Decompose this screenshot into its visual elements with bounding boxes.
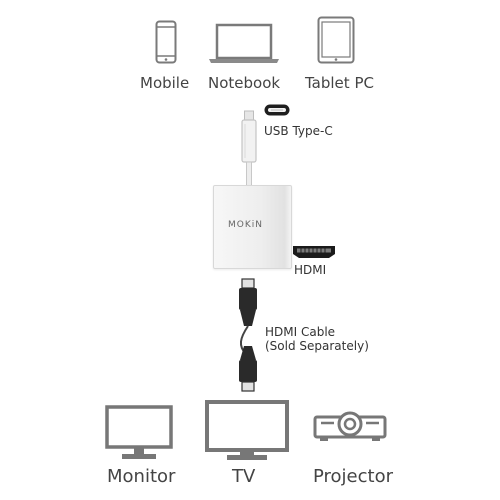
monitor-icon [105,405,173,459]
tablet-icon [317,16,355,64]
adapter-body: MOKiN [213,185,292,269]
mobile-label: Mobile [140,74,190,92]
hdmi-port-icon [293,246,335,258]
hdmi-cable-icon [239,278,257,392]
tv-icon [205,400,289,460]
hdmi-label: HDMI [294,263,327,277]
notebook-label: Notebook [208,74,281,92]
usb-type-c-label: USB Type-C [264,124,333,138]
monitor-label: Monitor [107,466,176,487]
adapter-brand-logo: MOKiN [228,220,263,230]
usb-c-plug-icon [241,110,257,189]
sold-separately-label: (Sold Separately) [265,339,369,353]
hdmi-cable-label: HDMI Cable [265,325,336,339]
phone-icon [155,20,177,64]
projector-icon [313,411,387,441]
tablet-pc-label: Tablet PC [305,74,374,92]
usb-c-port-icon [264,104,290,116]
laptop-icon [209,23,279,63]
projector-label: Projector [313,466,393,487]
tv-label: TV [232,466,256,487]
